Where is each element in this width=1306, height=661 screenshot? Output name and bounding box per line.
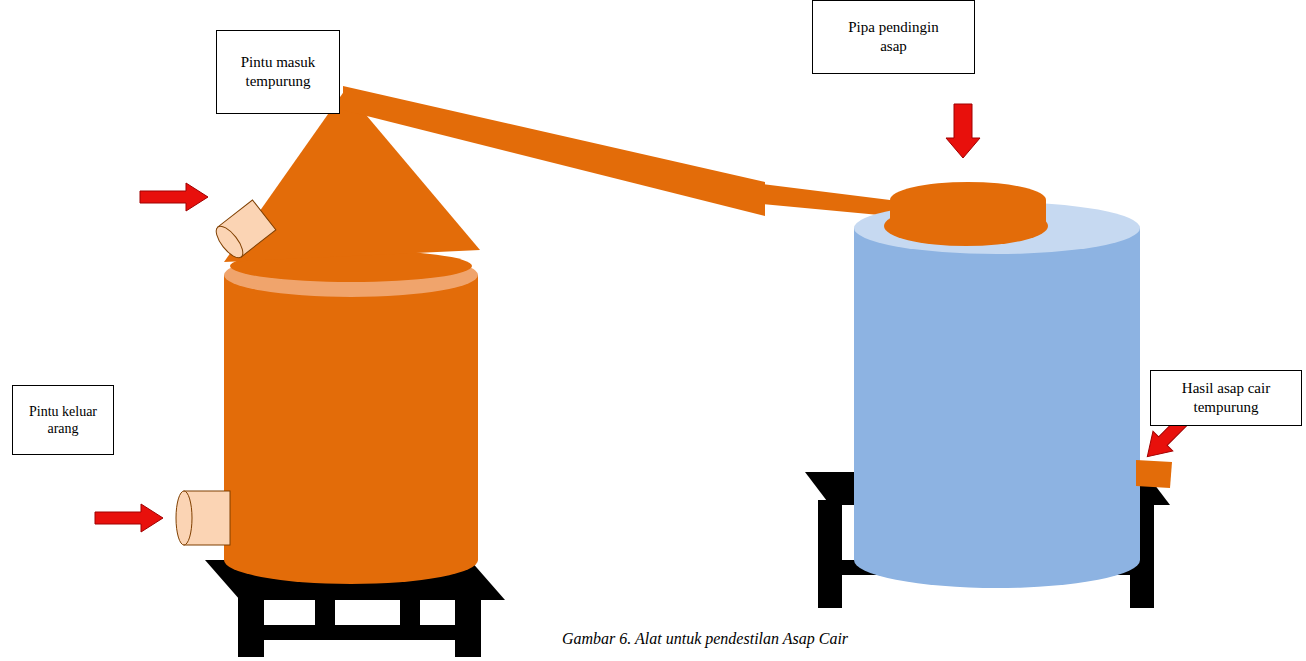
outlet-door xyxy=(176,491,230,545)
pointer-arrows xyxy=(95,104,1204,532)
label-text: Pintu keluar arang xyxy=(20,403,106,438)
label-text: Pintu masuk tempurung xyxy=(226,53,330,91)
condenser-tank xyxy=(854,182,1172,588)
pyrolysis-tank xyxy=(224,90,480,584)
label-text: Hasil asap cair tempurung xyxy=(1167,379,1285,417)
label-box: Pintu keluar arang xyxy=(12,385,114,455)
smoke-pipe xyxy=(343,86,890,216)
label-box: Hasil asap cair tempurung xyxy=(1150,370,1302,426)
inlet-door xyxy=(212,200,276,262)
label-text: Pipa pendingin asap xyxy=(842,18,946,56)
label-box: Pipa pendingin asap xyxy=(812,0,975,74)
figure-caption: Gambar 6. Alat untuk pendestilan Asap Ca… xyxy=(559,630,851,648)
label-box: Pintu masuk tempurung xyxy=(216,30,340,114)
